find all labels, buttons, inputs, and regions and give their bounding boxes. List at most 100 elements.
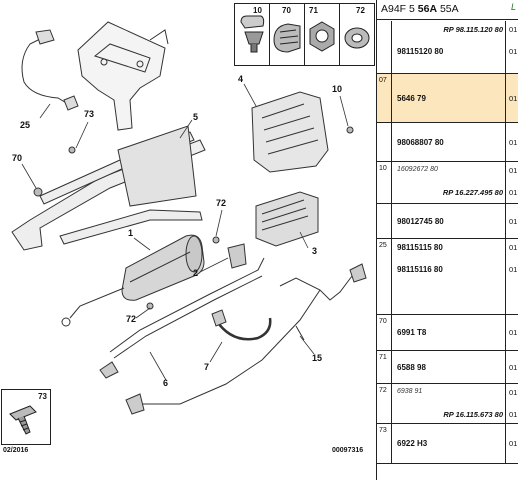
leader-lines [21,83,349,381]
column-divider [391,351,392,383]
part-number: 5646 79 [397,93,426,103]
parts-group[interactable]: 07 5646 79 01 [377,74,518,123]
quantity-divider [505,351,506,383]
cable-25 [21,29,79,111]
group-item-number: 71 [379,354,387,361]
harness-6 [99,257,265,379]
table-header: A94F 5 56A 55A L [377,0,518,20]
superseded-part-number: 6938 91 [397,388,423,395]
column-divider [391,315,392,350]
grommet-icon [273,23,301,53]
clip-fastener-icon [240,15,265,53]
column-divider [391,239,392,314]
column-divider [391,162,392,203]
pipe-7 [211,309,272,341]
parts-group[interactable]: 10 16092672 80 01 RP 16.227.495 80 01 [377,162,518,204]
part-number: 6588 98 [397,362,426,372]
part-quantity: 01 [509,388,518,397]
callout-5: 5 [193,112,199,122]
quantity-divider [505,384,506,423]
quantity-divider [505,74,506,122]
callout-1: 1 [128,228,134,238]
thumbnail-label: 72 [356,6,365,15]
callout-7: 7 [204,362,210,372]
quantity-divider [505,123,506,161]
superseded-part-number: 16092672 80 [397,166,438,173]
thumbnail-label: 70 [282,6,291,15]
model-code-prefix: A94F 5 [381,3,415,15]
support-frame [11,125,206,251]
part-reference-row[interactable]: 16092672 80 01 [377,166,518,180]
part-quantity: 01 [509,25,518,34]
fasteners [33,126,354,310]
callout-73: 73 [84,109,95,119]
cover-4 [251,91,329,173]
callout-3: 3 [312,246,318,256]
part-quantity: 01 [509,328,518,337]
part-reference-row[interactable]: 6922 H3 01 [377,439,518,453]
part-number: 98115116 80 [397,265,443,274]
diagram-drawing [11,21,367,415]
part-quantity: 01 [509,166,518,175]
part-quantity: 01 [509,188,518,197]
part-number: 98012745 80 [397,216,444,226]
quantity-divider [505,315,506,350]
part-reference-row[interactable]: 98115116 80 01 [377,265,518,279]
fastener-thumbnails: 10 70 71 72 [234,3,375,66]
part-reference-row[interactable]: 6991 T8 01 [377,328,518,342]
part-number: 98068807 80 [397,137,444,147]
replacement-part-number: RP 16.227.495 80 [442,188,503,197]
part-quantity: 01 [509,439,518,448]
column-divider [391,21,392,73]
part-number: 98115120 80 [397,47,444,56]
callout-15: 15 [312,353,323,363]
replacement-part-number: RP 16.115.673 80 [443,410,503,419]
exploded-parts-diagram: 25 73 70 5 4 10 72 1 2 3 72 7 6 15 10 70… [1,3,375,454]
harness-15 [125,263,367,415]
connector-2 [227,243,247,269]
callout-4: 4 [238,74,244,84]
part-quantity: 01 [509,265,518,274]
parts-group[interactable]: 71 6588 98 01 [377,351,518,384]
part-number: 6922 H3 [397,439,428,448]
thumbnail-label: 10 [253,6,262,15]
thumbnail-71[interactable]: 71 [305,4,340,65]
column-divider [391,123,392,161]
inset-label: 73 [38,392,47,401]
thumbnail-10[interactable]: 10 [235,4,270,65]
thumbnail-70[interactable]: 70 [270,4,305,65]
part-reference-row[interactable]: RP 16.227.495 80 01 [377,188,518,202]
module-3 [255,191,319,247]
inset-part-73[interactable]: 73 [1,389,51,445]
group-item-number: 10 [379,165,387,172]
thumbnail-72[interactable]: 72 [340,4,374,65]
model-code-suffix: 55A [439,3,459,15]
callout-6: 6 [163,378,169,388]
washer-icon [344,27,370,49]
callout-10: 10 [332,84,343,94]
footer-drawing-number: 00097316 [332,447,364,454]
part-number: 6991 T8 [397,328,427,337]
part-quantity: 01 [509,93,518,103]
group-item-number: 72 [379,387,387,394]
part-reference-row[interactable]: 6938 91 01 [377,388,518,402]
part-reference-row[interactable]: 6588 98 01 [377,363,518,377]
group-item-number: 07 [379,77,387,84]
part-quantity: 01 [509,362,518,372]
part-reference-row[interactable]: 5646 79 01 [377,94,518,108]
header-corner-mark: L [510,2,516,12]
